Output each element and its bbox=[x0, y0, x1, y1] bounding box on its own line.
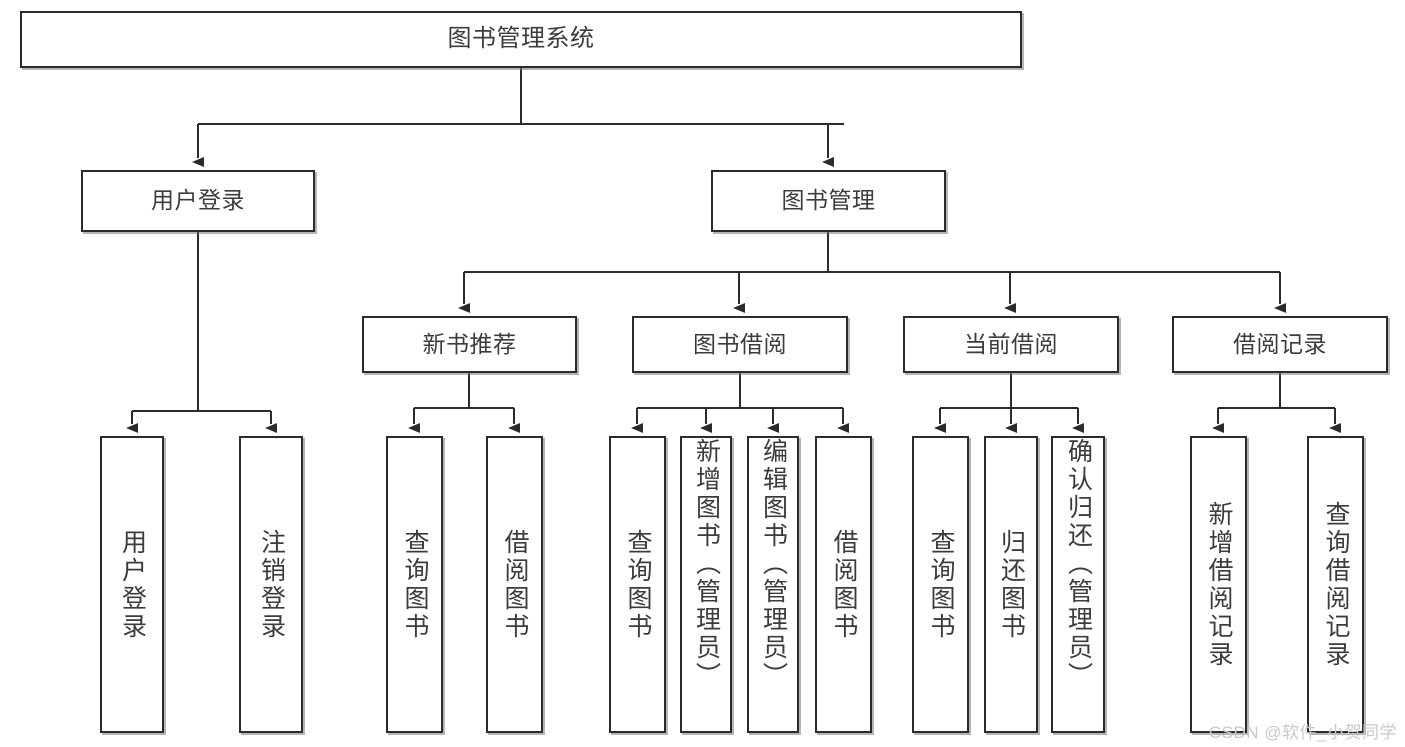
node-root[interactable]: 图书管理系统 bbox=[20, 11, 1022, 68]
leaf-user-logout[interactable]: 注销登录 bbox=[239, 436, 303, 733]
leaf-rec-add-record-label: 新增借阅记录 bbox=[1205, 500, 1233, 669]
leaf-cur-return-book-label: 归还图书 bbox=[997, 528, 1026, 641]
leaf-rec-borrow-book[interactable]: 借阅图书 bbox=[486, 436, 543, 733]
node-book-manage[interactable]: 图书管理 bbox=[711, 170, 946, 232]
node-new-book-rec-label: 新书推荐 bbox=[422, 330, 517, 357]
leaf-user-logout-label: 注销登录 bbox=[257, 528, 286, 641]
node-user-login[interactable]: 用户登录 bbox=[81, 170, 315, 232]
node-current-borrow-label: 当前借阅 bbox=[964, 330, 1058, 357]
leaf-borrow-add-book[interactable]: 新增图书（管理员） bbox=[680, 436, 732, 733]
leaf-cur-confirm-return[interactable]: 确认归还（管理员） bbox=[1051, 436, 1105, 733]
node-book-borrow-label: 图书借阅 bbox=[693, 330, 787, 357]
leaf-cur-query-book-label: 查询图书 bbox=[927, 528, 955, 641]
leaf-rec-query-book[interactable]: 查询图书 bbox=[386, 436, 443, 733]
leaf-borrow-query-book[interactable]: 查询图书 bbox=[609, 436, 666, 733]
leaf-borrow-add-book-label: 新增图书（管理员） bbox=[692, 438, 721, 690]
node-borrow-record[interactable]: 借阅记录 bbox=[1172, 316, 1388, 373]
leaf-rec-query-record-label: 查询借阅记录 bbox=[1322, 500, 1350, 669]
leaf-user-login[interactable]: 用户登录 bbox=[100, 436, 164, 733]
leaf-user-login-label: 用户登录 bbox=[118, 528, 147, 641]
node-book-manage-label: 图书管理 bbox=[781, 187, 876, 214]
leaf-rec-query-book-label: 查询图书 bbox=[401, 528, 429, 641]
leaf-borrow-edit-book[interactable]: 编辑图书（管理员） bbox=[747, 436, 799, 733]
csdn-watermark: CSDN @软件_小贺同学 bbox=[1208, 723, 1397, 742]
node-book-borrow[interactable]: 图书借阅 bbox=[632, 316, 848, 373]
node-borrow-record-label: 借阅记录 bbox=[1233, 330, 1327, 357]
node-root-label: 图书管理系统 bbox=[447, 25, 595, 53]
leaf-cur-return-book[interactable]: 归还图书 bbox=[984, 436, 1038, 733]
leaf-cur-query-book[interactable]: 查询图书 bbox=[912, 436, 969, 733]
leaf-borrow-edit-book-label: 编辑图书（管理员） bbox=[759, 438, 788, 690]
leaf-rec-add-record[interactable]: 新增借阅记录 bbox=[1190, 436, 1247, 733]
leaf-cur-confirm-return-label: 确认归还（管理员） bbox=[1064, 438, 1093, 690]
leaf-borrow-borrow-book-label: 借阅图书 bbox=[830, 528, 858, 641]
leaf-borrow-query-book-label: 查询图书 bbox=[624, 528, 652, 641]
node-current-borrow[interactable]: 当前借阅 bbox=[903, 316, 1119, 373]
leaf-rec-borrow-book-label: 借阅图书 bbox=[501, 528, 529, 641]
node-user-login-label: 用户登录 bbox=[151, 187, 245, 214]
node-new-book-rec[interactable]: 新书推荐 bbox=[362, 316, 577, 373]
leaf-rec-query-record[interactable]: 查询借阅记录 bbox=[1307, 436, 1364, 733]
leaf-borrow-borrow-book[interactable]: 借阅图书 bbox=[815, 436, 872, 733]
